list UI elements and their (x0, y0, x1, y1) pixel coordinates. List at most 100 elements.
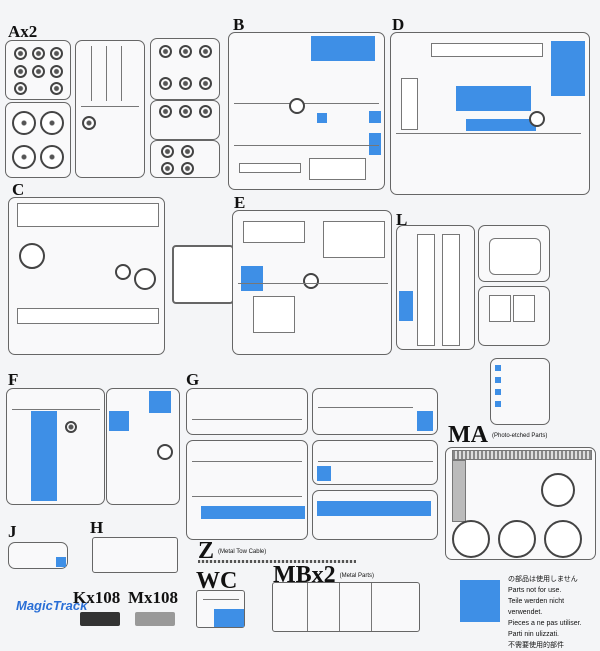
sprue-a-label: Ax2 (8, 22, 38, 41)
sprocket (12, 111, 36, 135)
sprue-g-frame-3 (312, 388, 438, 435)
pe-ring (541, 473, 575, 507)
road-wheel (161, 145, 174, 158)
legend-line-it: Parti nin ulizzati. (508, 631, 559, 638)
road-wheel (50, 65, 63, 78)
tow-cable (198, 560, 356, 563)
road-wheel (179, 77, 192, 90)
sprue-mb-note: (Metal Parts) (339, 573, 375, 580)
legend-line-de: Teile werden nicht verwendet. (508, 598, 565, 616)
sprue-mb-frame (272, 582, 420, 632)
sprue-a-frame-4 (150, 140, 220, 178)
legend-line-ja: の部品は使用しません (508, 576, 578, 583)
road-wheel (159, 77, 172, 90)
unused-part-highlight (201, 506, 305, 519)
sprue-b-label: B (233, 15, 245, 34)
sprue-z-title: Z (198, 538, 215, 564)
sprocket (12, 145, 36, 169)
small-parts-frame (490, 358, 550, 425)
sprue-wc-frame (196, 590, 245, 628)
road-wheel (32, 65, 45, 78)
sprue-h-label: H (90, 518, 104, 537)
road-wheel (14, 82, 27, 95)
sprue-gate (289, 98, 305, 114)
sprue-f-frame-2 (106, 388, 180, 505)
unused-part-highlight (551, 41, 585, 96)
sprue-g-frame-4 (312, 440, 438, 485)
road-wheel (181, 162, 194, 175)
sprue-ma-note: (Photo-etched Parts) (491, 433, 548, 440)
sprue-f-frame (6, 388, 105, 505)
road-wheel (181, 145, 194, 158)
sprue-d-label: D (392, 15, 405, 34)
unused-part-highlight (317, 466, 331, 481)
sprue-d-frame (390, 32, 590, 195)
pe-ring (452, 520, 490, 558)
sprue-ma-label: MA(Photo-etched Parts) (448, 422, 547, 449)
part-hub (65, 421, 77, 433)
legend-swatch (460, 580, 500, 622)
road-wheel (159, 45, 172, 58)
unused-part-highlight (56, 557, 66, 567)
sprue-a-frame-3 (150, 100, 220, 140)
sprue-b-frame (228, 32, 385, 190)
road-wheel (50, 82, 63, 95)
track-m-label: Mx108 (128, 588, 179, 607)
road-wheel (14, 65, 27, 78)
unused-part-highlight (149, 391, 171, 413)
road-wheel (179, 45, 192, 58)
road-wheel (179, 105, 192, 118)
track-link-m-icon (135, 612, 175, 626)
unused-part-highlight (214, 609, 244, 627)
sprue-j-frame (8, 542, 68, 569)
sprue-z-label: Z(Metal Tow Cable) (198, 538, 266, 565)
unused-part-highlight (417, 411, 433, 431)
unused-part-highlight (31, 411, 57, 501)
legend-line-fr: Pieces a ne pas utiliser. (508, 620, 582, 627)
track-link-k-icon (80, 612, 120, 626)
road-wheel (199, 45, 212, 58)
unused-part-highlight (495, 365, 501, 371)
sprue-a-suspension-frame (75, 40, 145, 178)
unused-part-highlight (241, 266, 263, 291)
sprue-wc-label: WC (196, 568, 238, 594)
legend-text: の部品は使用しません Parts not for use. Teile werd… (508, 574, 600, 651)
sprue-g-frame-2 (186, 440, 308, 540)
unused-part-highlight (369, 133, 381, 155)
road-wheel (199, 77, 212, 90)
sprue-l-frame-3 (478, 286, 550, 346)
sprue-a-wheels-frame (5, 40, 71, 100)
sprue-z-note: (Metal Tow Cable) (218, 549, 267, 556)
part-drum (19, 243, 45, 269)
track-k-label: Kx108 (73, 588, 121, 607)
unused-part-highlight (317, 113, 327, 123)
sprue-f-label: F (8, 370, 19, 389)
unused-part-highlight (495, 389, 501, 395)
unused-part-highlight (399, 291, 413, 321)
road-wheel (50, 47, 63, 60)
magic-track-logo: MagicTrack (16, 598, 88, 613)
unused-part-highlight (466, 119, 536, 131)
truck-cab-part (172, 245, 234, 304)
sprue-c-frame (8, 197, 165, 355)
sprue-gate (303, 273, 319, 289)
unused-part-highlight (109, 411, 129, 431)
road-wheel (32, 47, 45, 60)
road-wheel (161, 162, 174, 175)
legend-line-zh: 不需要使用的部件 (508, 642, 564, 649)
part-wheel (157, 444, 173, 460)
sprue-g-frame-1 (186, 388, 308, 435)
sprue-ma-title: MA (448, 422, 488, 448)
sprue-e-frame (232, 210, 392, 355)
sprue-h-frame (92, 537, 178, 573)
sprue-l-frame-2 (478, 225, 550, 282)
unused-part-highlight (495, 401, 501, 407)
sprue-g-frame-5 (312, 490, 438, 540)
sprue-ma-frame (445, 447, 596, 560)
pe-ring (498, 520, 536, 558)
sprue-j-label: J (8, 522, 17, 541)
unused-part-highlight (317, 501, 431, 516)
sprue-c-label: C (12, 180, 25, 199)
sprue-g-label: G (186, 370, 200, 389)
sprue-gate (115, 264, 131, 280)
